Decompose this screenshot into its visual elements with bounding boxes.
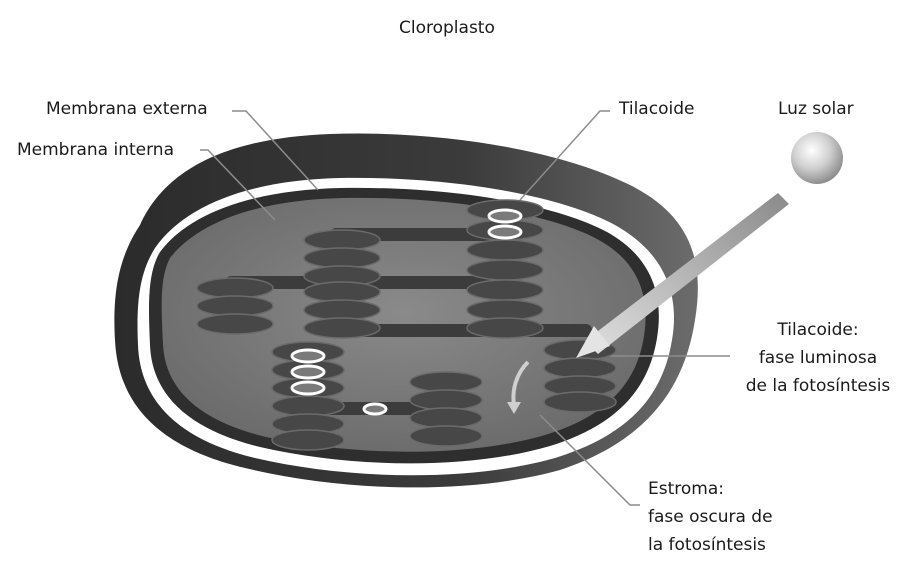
leader-thylakoid	[519, 110, 610, 201]
label-thylakoid-phase-line2: fase luminosa	[758, 348, 878, 368]
thylakoid-openings	[290, 208, 523, 416]
label-thylakoid-phase-line1: Tilacoide:	[777, 320, 859, 340]
grana	[196, 199, 617, 451]
leader-stroma	[539, 414, 640, 506]
stroma-arrowhead	[507, 402, 521, 414]
label-outer-membrane: Membrana externa	[46, 99, 208, 119]
granum-center	[303, 281, 381, 339]
granum-right	[543, 339, 617, 413]
label-stroma-phase-line1: Estroma:	[648, 479, 724, 499]
granum-top-right	[466, 199, 544, 339]
label-thylakoid-phase-line3: de la fotosíntesis	[745, 376, 891, 396]
granum-bottom-center	[409, 371, 483, 447]
label-sunlight: Luz solar	[778, 99, 854, 119]
granum-bottom-left	[271, 341, 345, 451]
leader-outer-membrane	[232, 110, 319, 191]
leader-inner-membrane	[200, 149, 276, 221]
granum-left	[196, 277, 274, 335]
light-beam	[585, 193, 789, 354]
label-thylakoid-phase: Tilacoide: fase luminosa de la fotosínte…	[738, 316, 898, 400]
light-beam-arrowhead	[576, 326, 610, 358]
label-stroma-phase: Estroma: fase oscura de la fotosíntesis	[648, 475, 773, 559]
label-stroma-phase-line3: la fotosíntesis	[648, 535, 766, 555]
sun-icon	[791, 132, 843, 184]
leader-lines	[200, 110, 730, 506]
label-stroma-phase-line2: fase oscura de	[648, 507, 773, 527]
granum-top-center	[303, 229, 381, 287]
page-title: Cloroplasto	[399, 18, 495, 38]
stroma-arrow	[511, 360, 530, 406]
label-thylakoid: Tilacoide	[619, 99, 695, 119]
label-inner-membrane: Membrana interna	[17, 140, 174, 160]
